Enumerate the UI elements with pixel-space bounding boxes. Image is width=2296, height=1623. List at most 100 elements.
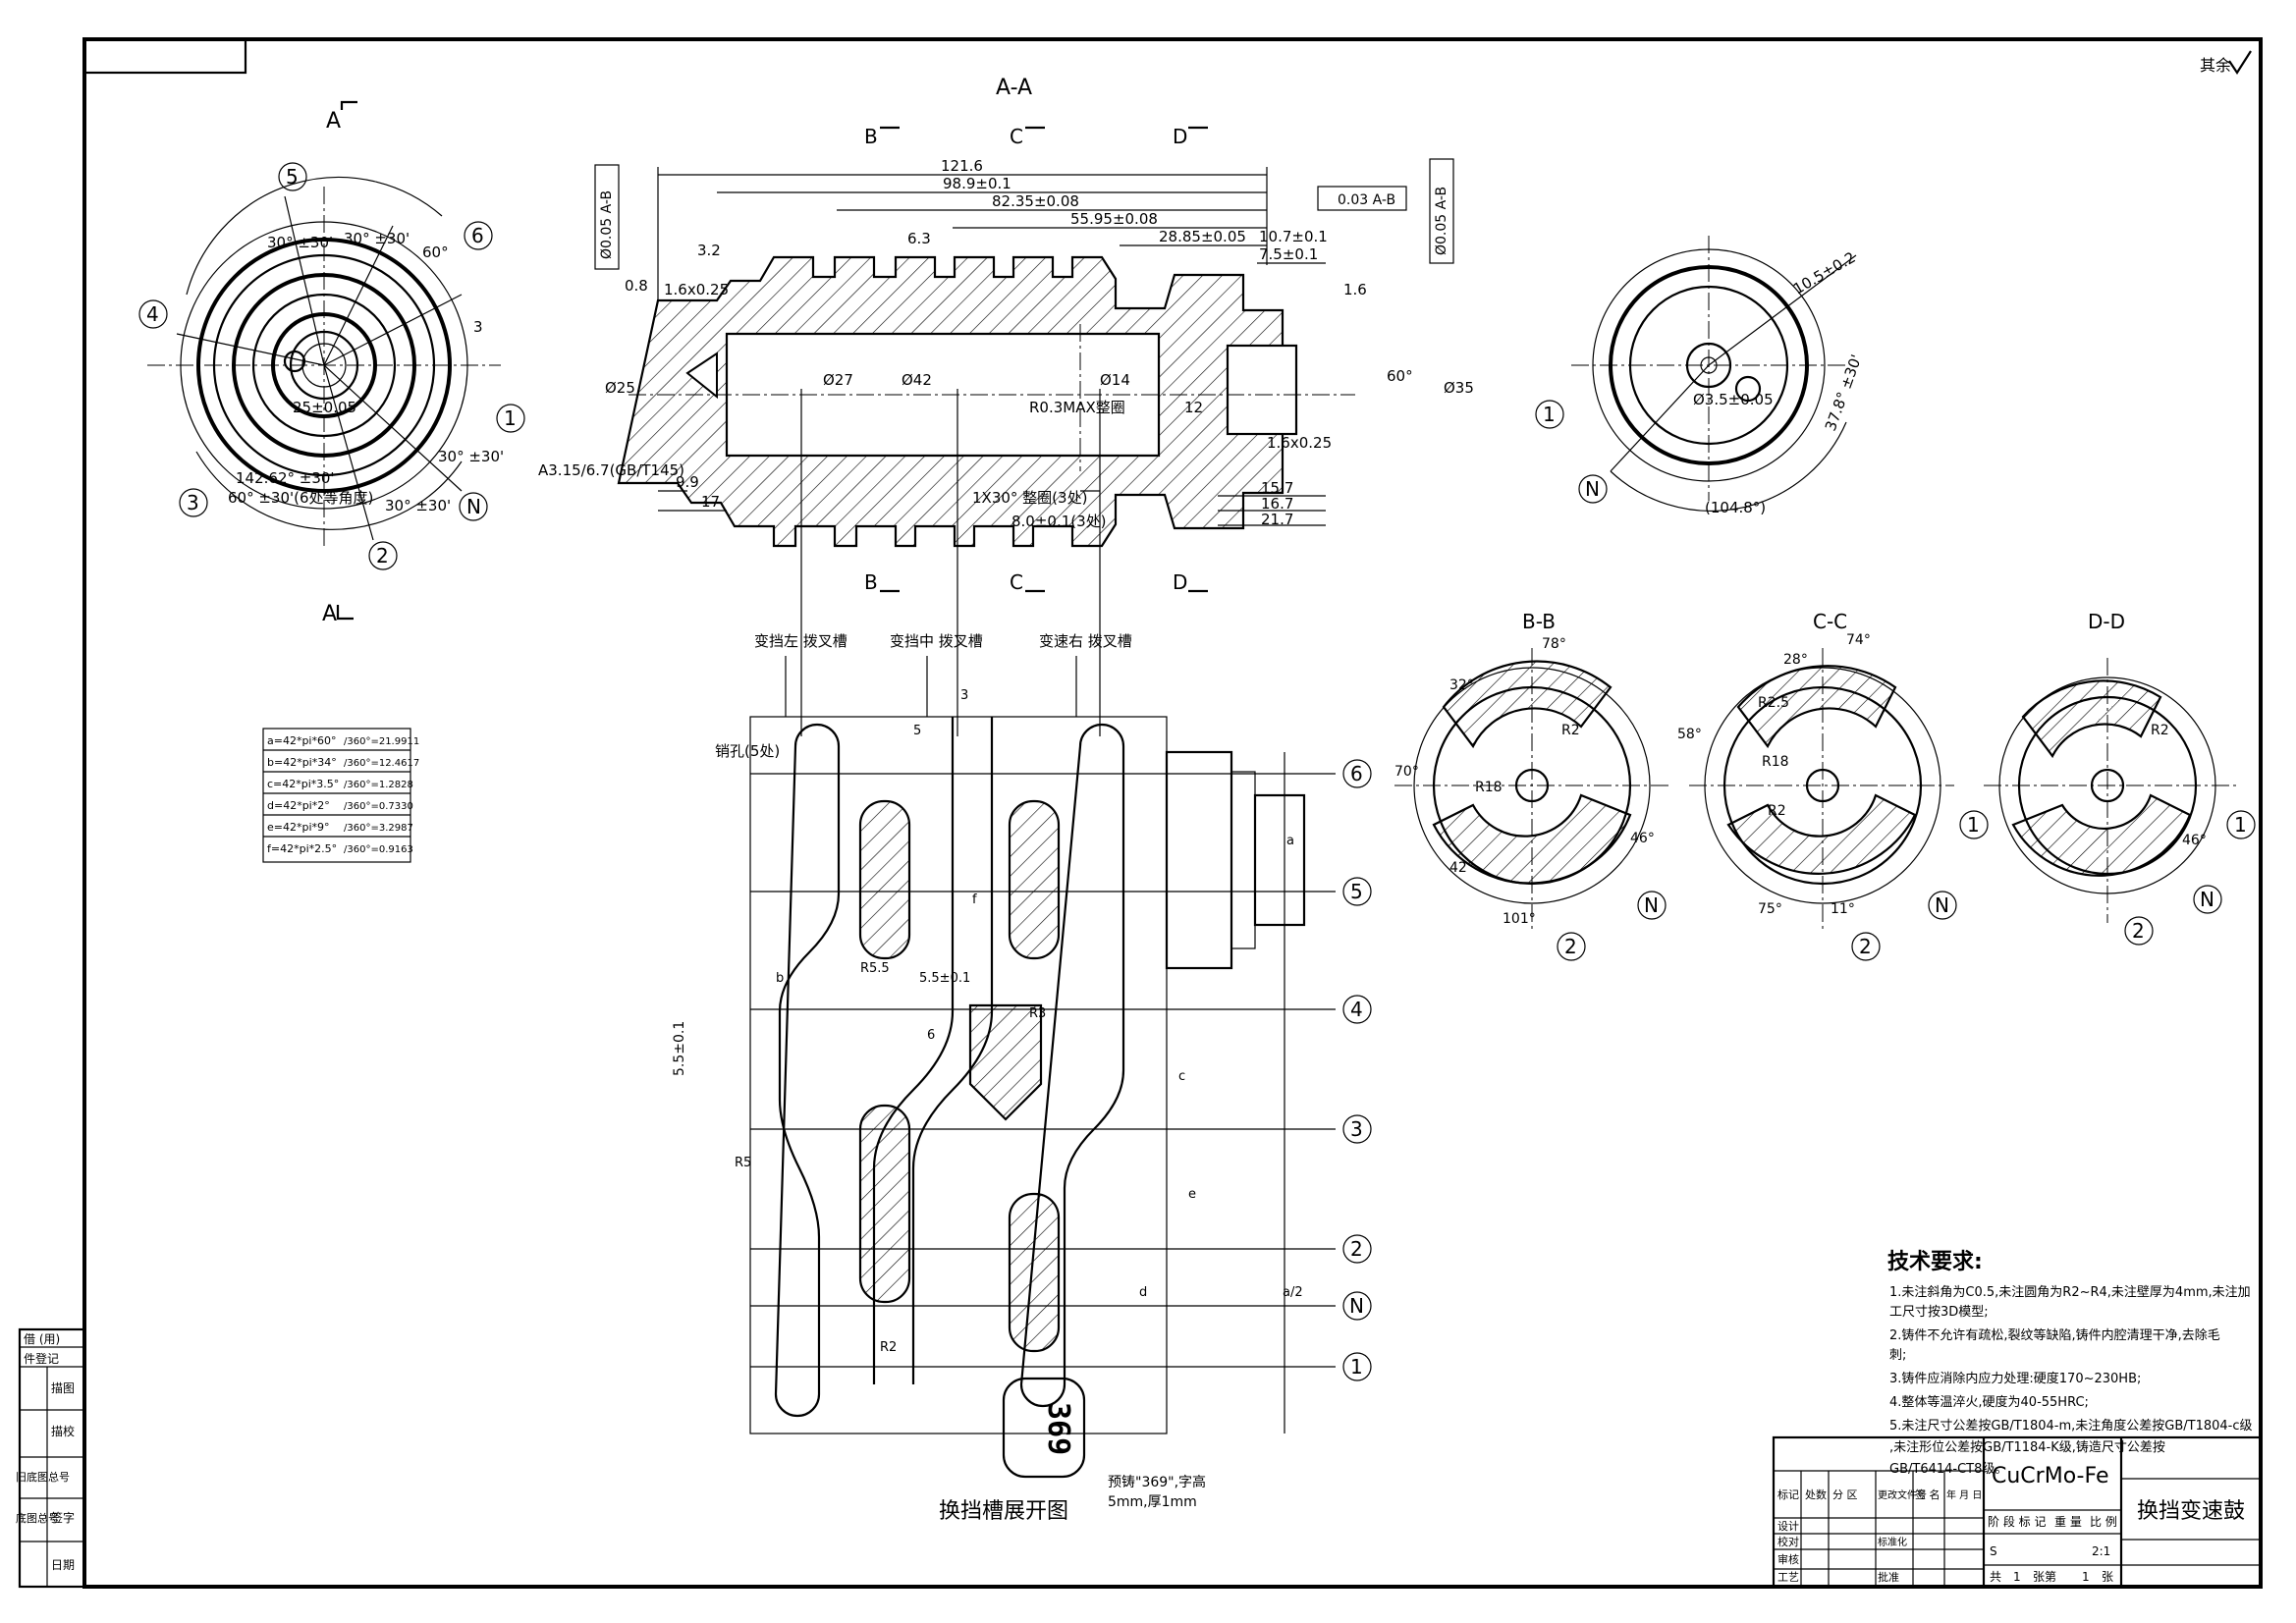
svg-text:c=42*pi*3.5°: c=42*pi*3.5° <box>267 778 339 790</box>
svg-text:17: 17 <box>701 493 720 511</box>
drawing-border <box>82 37 2263 1589</box>
svg-text:9.9: 9.9 <box>676 473 699 491</box>
svg-text:60°: 60° <box>1387 367 1413 385</box>
svg-text:共: 共 <box>1990 1570 2001 1584</box>
tolerance-frame-left <box>594 164 620 270</box>
svg-text:R18: R18 <box>1762 754 1789 770</box>
svg-text:/360°=3.2987: /360°=3.2987 <box>344 823 413 834</box>
section-dd-view: D-D R2 46° 2 N 1 <box>1984 610 2256 946</box>
svg-text:R3: R3 <box>1029 1006 1046 1021</box>
svg-text:1: 1 <box>1543 403 1556 426</box>
svg-text:A3.15/6.7(GB/T145): A3.15/6.7(GB/T145) <box>538 461 684 479</box>
svg-text:张: 张 <box>2102 1570 2113 1584</box>
svg-text:审核: 审核 <box>1777 1552 1799 1566</box>
svg-text:16.7: 16.7 <box>1261 495 1293 513</box>
svg-text:S: S <box>1990 1544 1997 1558</box>
svg-text:11°: 11° <box>1831 901 1855 917</box>
svg-text:C: C <box>1010 570 1023 594</box>
tolerance-frame-right <box>1429 158 1454 264</box>
svg-text:121.6: 121.6 <box>941 157 983 175</box>
svg-text:60° ±30'(6处等角度): 60° ±30'(6处等角度) <box>228 489 373 507</box>
svg-text:R2: R2 <box>1561 723 1580 738</box>
a-top-label: A <box>326 109 341 134</box>
svg-text:5.未注尺寸公差按GB/T1804-m,未注角度公差按GB/: 5.未注尺寸公差按GB/T1804-m,未注角度公差按GB/T1804-c级 <box>1889 1418 2253 1434</box>
svg-text:旧底图总号: 旧底图总号 <box>16 1470 70 1484</box>
svg-text:98.9±0.1: 98.9±0.1 <box>943 175 1011 192</box>
svg-text:58°: 58° <box>1677 727 1702 742</box>
svg-text:2: 2 <box>1564 935 1577 958</box>
technical-requirements: 技术要求: 1.未注斜角为C0.5,未注圆角为R2~R4,未注壁厚为4mm,未注… <box>1887 1250 2253 1477</box>
svg-text:标记: 标记 <box>1777 1488 1799 1501</box>
svg-text:f: f <box>972 893 977 907</box>
svg-text:142.62° ±30': 142.62° ±30' <box>236 469 335 487</box>
svg-text:N: N <box>1349 1294 1364 1318</box>
svg-text:GB/T6414-CT8级。: GB/T6414-CT8级。 <box>1889 1462 2007 1477</box>
roughness-icon <box>2228 50 2252 76</box>
svg-text:1: 1 <box>2234 813 2247 837</box>
svg-text:销孔(5处): 销孔(5处) <box>715 742 780 760</box>
svg-text:R18: R18 <box>1475 780 1503 795</box>
svg-text:a: a <box>1286 834 1294 848</box>
left-end-view: A A 30° ±30' 30° ±30' 60° 142.62° ±30' 6… <box>138 100 525 626</box>
svg-text:重 量: 重 量 <box>2054 1515 2082 1529</box>
svg-text:5: 5 <box>286 165 299 189</box>
svg-text:D-D: D-D <box>2088 610 2125 633</box>
svg-text:R5: R5 <box>735 1156 751 1170</box>
svg-text:R0.3MAX整圈: R0.3MAX整圈 <box>1029 399 1125 416</box>
svg-text:e=42*pi*9°: e=42*pi*9° <box>267 821 330 834</box>
svg-text:分 区: 分 区 <box>1832 1488 1858 1501</box>
svg-text:变挡左 拨叉槽: 变挡左 拨叉槽 <box>754 632 847 650</box>
svg-text:74°: 74° <box>1846 632 1871 648</box>
title-block: CuCrMo-Fe 换挡变速鼓 阶 段 标 记 重 量 比 例 S 2:1 共 … <box>1772 1435 2263 1589</box>
svg-text:1: 1 <box>2013 1570 2021 1584</box>
svg-text:b=42*pi*34°: b=42*pi*34° <box>267 756 337 769</box>
svg-text:28°: 28° <box>1783 652 1808 668</box>
svg-text:R2: R2 <box>1768 803 1786 819</box>
svg-text:2: 2 <box>2132 919 2145 943</box>
svg-text:R2.5: R2.5 <box>1758 695 1789 711</box>
svg-text:5mm,厚1mm: 5mm,厚1mm <box>1108 1494 1197 1510</box>
svg-text:4: 4 <box>146 302 159 326</box>
svg-text:件登记: 件登记 <box>24 1351 59 1366</box>
svg-text:28.85±0.05: 28.85±0.05 <box>1159 228 1246 245</box>
svg-text:,未注形位公差按GB/T1184-K级,铸造尺寸公差按: ,未注形位公差按GB/T1184-K级,铸造尺寸公差按 <box>1889 1439 2165 1455</box>
svg-text:底图总号: 底图总号 <box>16 1511 59 1525</box>
svg-text:1.6: 1.6 <box>1343 281 1367 298</box>
svg-text:21.7: 21.7 <box>1261 511 1293 528</box>
svg-text:D: D <box>1173 125 1187 148</box>
svg-text:/360°=0.7330: /360°=0.7330 <box>344 801 413 812</box>
svg-text:3.2: 3.2 <box>697 242 721 259</box>
svg-text:描校: 描校 <box>51 1424 75 1438</box>
section-aa-view: A-A B C D B C D <box>538 76 1474 594</box>
svg-text:6.3: 6.3 <box>907 230 931 247</box>
remaining-label: 其余 <box>2200 56 2231 75</box>
svg-text:N: N <box>1585 477 1600 501</box>
svg-text:e: e <box>1188 1187 1196 1202</box>
svg-text:2.铸件不允许有疏松,裂纹等缺陷,铸件内腔清理干净,去除毛: 2.铸件不允许有疏松,裂纹等缺陷,铸件内腔清理干净,去除毛 <box>1889 1327 2220 1343</box>
svg-text:1: 1 <box>504 406 517 430</box>
svg-text:75°: 75° <box>1758 901 1782 917</box>
svg-text:C: C <box>1010 125 1023 148</box>
svg-text:设计: 设计 <box>1777 1520 1799 1533</box>
svg-text:N: N <box>1935 893 1949 917</box>
development-title: 换挡槽展开图 <box>939 1499 1068 1524</box>
section-bb-view: B-B 78° 32° 42° 101° R2 R18 70° 46° 2 N <box>1394 610 1669 961</box>
svg-text:6: 6 <box>1350 762 1363 785</box>
svg-text:60°: 60° <box>422 243 449 261</box>
svg-text:比 例: 比 例 <box>2090 1515 2117 1529</box>
svg-text:101°: 101° <box>1503 911 1536 927</box>
svg-text:5: 5 <box>913 724 921 738</box>
svg-text:批准: 批准 <box>1878 1570 1899 1584</box>
svg-text:42°: 42° <box>1449 860 1474 876</box>
svg-text:32°: 32° <box>1449 677 1474 693</box>
svg-text:10.7±0.1: 10.7±0.1 <box>1259 228 1328 245</box>
svg-text:Ø3.5±0.05: Ø3.5±0.05 <box>1693 391 1774 408</box>
svg-text:R2: R2 <box>2151 723 2169 738</box>
svg-text:a/2: a/2 <box>1283 1285 1303 1300</box>
svg-text:阶 段 标 记: 阶 段 标 记 <box>1988 1514 2046 1529</box>
side-strip: 借 (用) 件登记 描图 描校 旧底图总号 底图总号 签字 日期 <box>16 1327 86 1589</box>
svg-text:82.35±0.08: 82.35±0.08 <box>992 192 1079 210</box>
svg-text:1.未注斜角为C0.5,未注圆角为R2~R4,未注壁厚为4m: 1.未注斜角为C0.5,未注圆角为R2~R4,未注壁厚为4mm,未注加 <box>1889 1285 2251 1300</box>
part-name: 换挡变速鼓 <box>2137 1499 2245 1524</box>
